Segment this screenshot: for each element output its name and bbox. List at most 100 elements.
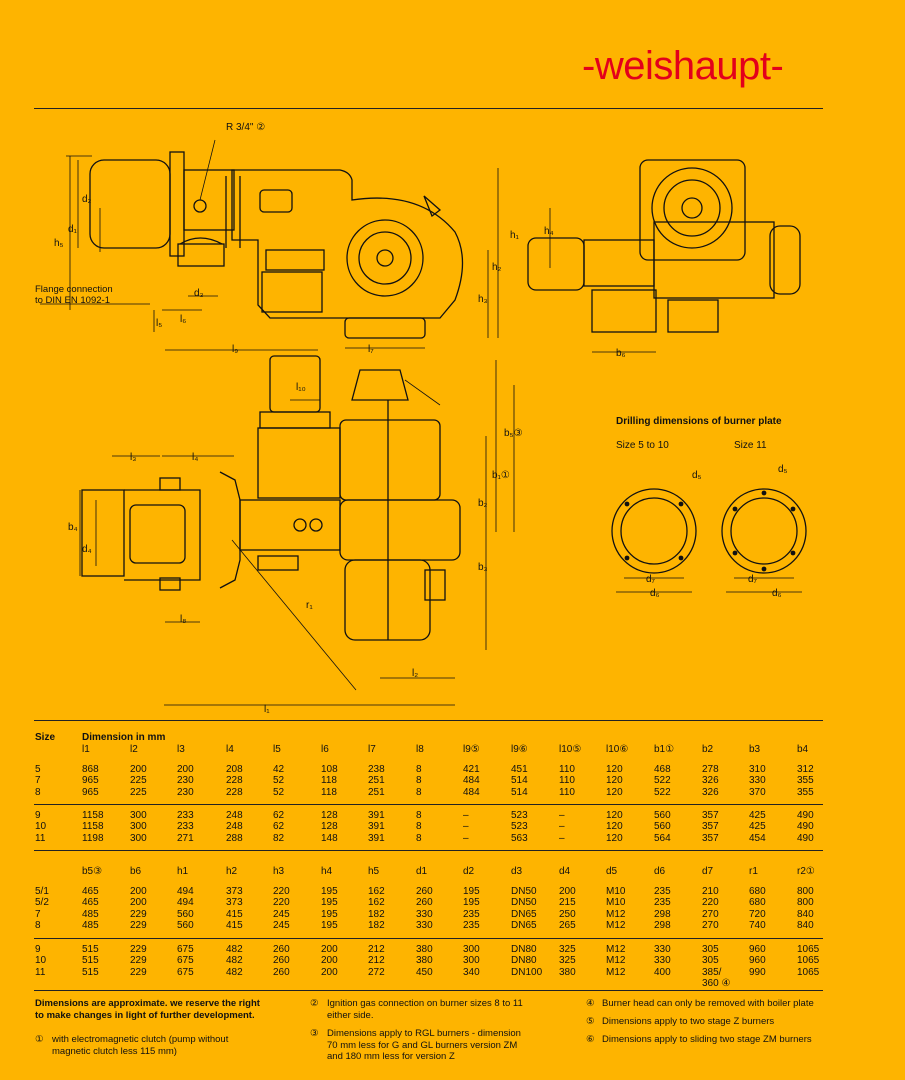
table-cell: 385/ 360 ④	[702, 966, 731, 990]
table-cell: 200	[321, 955, 338, 967]
size-cell: 9	[35, 810, 41, 821]
table-cell: 370	[749, 786, 766, 798]
table-cell: 300	[463, 955, 480, 967]
table-cell: 560	[654, 810, 671, 821]
table-cell: 1158	[82, 810, 104, 821]
table-cell: 230	[177, 775, 194, 787]
size-cell: 11	[35, 966, 46, 978]
table-cell: 270	[702, 908, 719, 920]
size-cell: 8	[35, 786, 41, 798]
svg-text:b₆: b₆	[616, 348, 626, 359]
table-cell: 391	[368, 832, 385, 844]
table-cell: 300	[130, 832, 147, 844]
table-cell: 278	[702, 764, 719, 775]
svg-text:d₃: d₃	[194, 288, 204, 299]
table-cell: 380	[416, 944, 433, 955]
svg-text:l₁: l₁	[264, 704, 270, 715]
table-cell: 325	[559, 955, 576, 967]
size-cell: 7	[35, 775, 41, 787]
table-cell: 494	[177, 897, 194, 909]
column-header: l2	[130, 744, 138, 755]
table-cell: 8	[416, 764, 422, 775]
flange-note: Flange connection to DIN EN 1092-1	[35, 284, 113, 306]
svg-text:d₆: d₆	[650, 588, 660, 599]
table-cell: 120	[606, 810, 623, 821]
table-cell: 840	[797, 908, 814, 920]
table-cell: 195	[321, 908, 338, 920]
note-4-mark: ④	[586, 998, 595, 1009]
table-cell: 312	[797, 764, 814, 775]
table-cell: 251	[368, 786, 385, 798]
table-cell: 162	[368, 886, 385, 897]
table-cell: 120	[606, 821, 623, 833]
table-cell: 235	[654, 897, 671, 909]
table-cell: 229	[130, 966, 147, 978]
size-cell: 8	[35, 920, 41, 932]
column-header: d4	[559, 866, 571, 877]
table-cell: 514	[511, 775, 528, 787]
table-cell: 229	[130, 908, 147, 920]
table-cell: DN100	[511, 966, 543, 978]
table-cell: 200	[130, 764, 147, 775]
table-cell: 451	[511, 764, 528, 775]
plate-title: Drilling dimensions of burner plate	[616, 416, 782, 427]
table-cell: 298	[654, 920, 671, 932]
column-header: d7	[702, 866, 714, 877]
table-cell: M12	[606, 955, 626, 967]
table-cell: 52	[273, 786, 285, 798]
table-cell: 675	[177, 944, 194, 955]
table-cell: M12	[606, 966, 626, 978]
table-cell: 330	[749, 775, 766, 787]
table-cell: 128	[321, 810, 338, 821]
table-cell: 260	[273, 944, 290, 955]
table-cell: 450	[416, 966, 433, 978]
table-cell: 233	[177, 821, 194, 833]
svg-text:b₂: b₂	[478, 498, 488, 509]
table-top-rule	[34, 720, 823, 721]
column-header: h4	[321, 866, 333, 877]
svg-text:d₅: d₅	[778, 464, 788, 475]
column-header: r2①	[797, 866, 815, 877]
table-cell: 485	[82, 920, 99, 932]
svg-text:b₁①: b₁①	[492, 470, 510, 481]
column-header: b4	[797, 744, 809, 755]
column-header: l1	[82, 744, 90, 755]
burner-plate-drilling	[611, 488, 807, 574]
table-cell: 110	[559, 786, 575, 798]
table-cell: 305	[702, 955, 719, 967]
svg-text:b₃: b₃	[478, 562, 488, 573]
column-header: l8	[416, 744, 424, 755]
table-cell: DN50	[511, 897, 537, 909]
table-cell: 200	[321, 944, 338, 955]
column-header: b1①	[654, 744, 675, 755]
table-cell: 1065	[797, 966, 820, 978]
table-cell: 228	[226, 786, 243, 798]
table-cell: 675	[177, 955, 194, 967]
size-cell: 10	[35, 955, 47, 967]
table-cell: –	[559, 821, 565, 833]
column-header: l10⑤	[559, 744, 582, 755]
svg-text:h₃: h₃	[478, 294, 488, 305]
table-cell: 245	[273, 908, 290, 920]
table-cell: 355	[797, 786, 814, 798]
table-cell: 8	[416, 775, 422, 787]
column-header: l10⑥	[606, 744, 629, 755]
column-header: l9⑥	[511, 744, 528, 755]
table-cell: 490	[797, 810, 814, 821]
svg-text:d₅: d₅	[692, 470, 702, 481]
table-cell: 228	[226, 775, 243, 787]
table-cell: M12	[606, 908, 626, 920]
table-cell: 245	[273, 920, 290, 932]
table-cell: 62	[273, 821, 285, 833]
plate-size-a: Size 5 to 10	[616, 440, 669, 451]
column-header: h3	[273, 866, 285, 877]
table-cell: –	[463, 821, 469, 833]
table-cell: 300	[130, 821, 147, 833]
table-cell: 484	[463, 775, 480, 787]
table-cell: 484	[463, 786, 480, 798]
table-cell: 300	[463, 944, 480, 955]
size-cell: 9	[35, 944, 41, 955]
table-cell: 248	[226, 810, 243, 821]
note-main: Dimensions are approximate. we reserve t…	[35, 998, 260, 1021]
table-header-dimension: Dimension in mm	[82, 732, 166, 743]
